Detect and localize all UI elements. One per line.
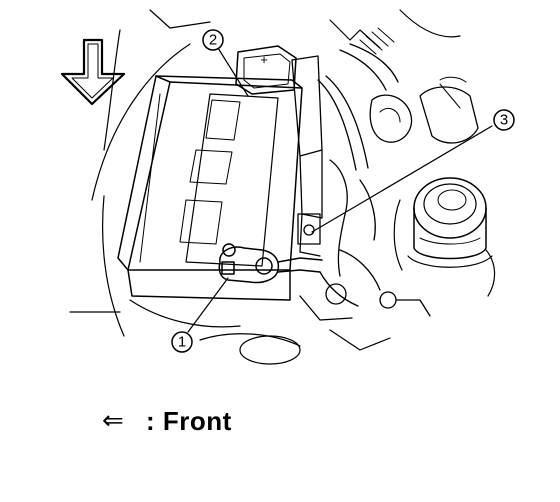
battery xyxy=(117,75,303,301)
positive-terminal-mark: + xyxy=(260,52,268,67)
legend-label: : Front xyxy=(146,405,232,436)
callout-2-number: 2 xyxy=(209,32,217,49)
callout-1: 1 xyxy=(171,331,193,353)
front-direction-arrow-icon xyxy=(60,38,126,106)
left-arrow-icon: ⇐ xyxy=(102,406,124,436)
callout-3: 3 xyxy=(493,109,515,131)
callout-1-number: 1 xyxy=(178,334,186,351)
hoses-and-wiring xyxy=(299,27,479,321)
leader-lines xyxy=(187,47,493,333)
engine-bay-background xyxy=(69,9,461,365)
battery-bracket xyxy=(291,55,323,257)
reservoir-cap xyxy=(393,177,496,297)
callout-2: 2 xyxy=(202,29,224,51)
front-legend: ⇐ : Front xyxy=(102,403,232,439)
negative-terminal xyxy=(218,243,323,284)
engine-bay-diagram: + xyxy=(60,9,515,365)
callout-3-number: 3 xyxy=(500,112,508,129)
